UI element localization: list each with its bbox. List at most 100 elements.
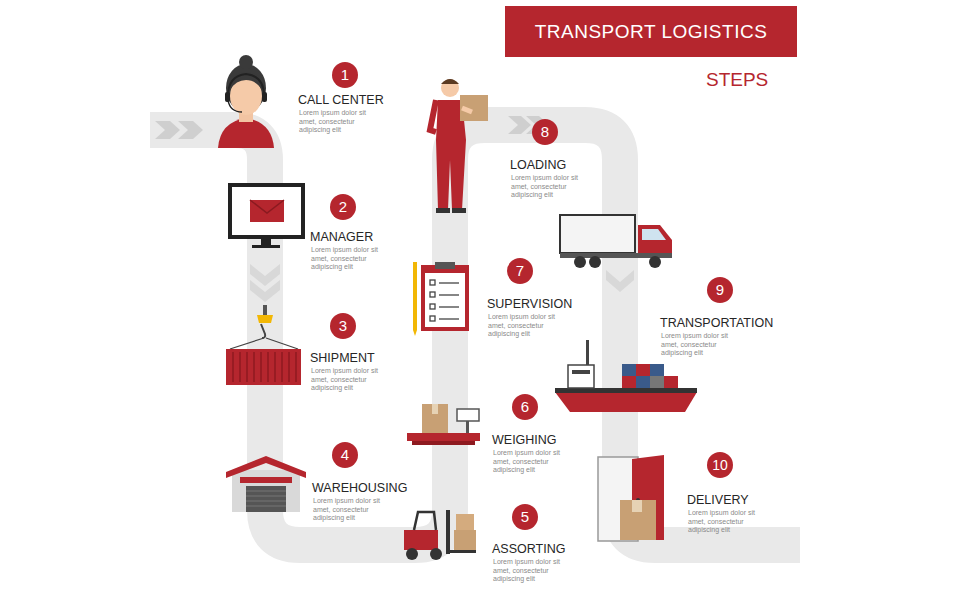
ship-part — [636, 376, 650, 388]
process-step: 4WAREHOUSING Lorem ipsum dolor sit amet, … — [312, 442, 408, 523]
step-number: 4 — [332, 442, 358, 468]
worker-part — [430, 100, 436, 132]
ship-part — [586, 340, 589, 365]
worker-part — [460, 95, 488, 121]
forklift-part — [430, 548, 442, 560]
flow-chevron-part — [606, 270, 634, 292]
step-description: Lorem ipsum dolor sit amet, consectetur … — [661, 332, 741, 358]
clipboard-part-part — [439, 294, 459, 295]
call-center-agent-part — [228, 74, 264, 96]
step-heading: WEIGHING — [492, 433, 557, 447]
process-step: 1CALL CENTERLorem ipsum dolor sit amet, … — [298, 62, 384, 135]
flow-chevron-part — [155, 121, 180, 139]
clipboard-part — [430, 280, 459, 321]
step-number: 7 — [507, 258, 533, 284]
container-crane-part-part — [233, 352, 296, 382]
process-step: 5ASSORTING Lorem ipsum dolor sit amet, co… — [492, 504, 573, 584]
warehouse-part — [232, 470, 300, 512]
step-description: Lorem ipsum dolor sit amet, consectetur … — [493, 449, 573, 475]
forklift — [404, 510, 476, 560]
container-crane-part — [257, 315, 273, 323]
process-step: 8LOADINGLorem ipsum dolor sit amet, cons… — [510, 119, 591, 200]
step-heading: DELIVERY — [687, 493, 749, 507]
clipboard-part-part — [439, 318, 459, 319]
monitor-part — [250, 200, 284, 213]
ship-part — [622, 364, 636, 376]
step-heading: TRANSPORTATION — [660, 316, 773, 330]
step-description: Lorem ipsum dolor sit amet, consectetur … — [511, 174, 591, 200]
step-description: Lorem ipsum dolor sit amet, consectetur … — [313, 497, 393, 523]
call-center-agent-part — [262, 92, 267, 102]
ship-part — [650, 376, 664, 388]
forklift-part — [406, 548, 418, 560]
step-number: 5 — [512, 504, 538, 530]
clipboard-part — [421, 265, 469, 331]
container-crane-part — [263, 305, 267, 315]
subtitle-label: STEPS — [706, 69, 768, 91]
forklift-part — [456, 514, 474, 530]
ship-part — [572, 370, 590, 374]
truck-part — [642, 229, 666, 240]
forklift-part — [404, 530, 438, 550]
truck-part — [649, 256, 661, 268]
container-crane — [226, 305, 301, 385]
call-center-agent — [218, 55, 274, 148]
flow-chevron-part — [250, 280, 280, 302]
process-step: 7SUPERVISION Lorem ipsum dolor sit amet, … — [487, 258, 573, 339]
step-description: Lorem ipsum dolor sit amet, consectetur … — [688, 509, 768, 535]
monitor — [230, 185, 303, 248]
process-step: 10DELIVERY Lorem ipsum dolor sit amet, co… — [687, 452, 768, 535]
clipboard-part-part — [430, 292, 435, 297]
step-number: 9 — [707, 277, 733, 303]
ship-part — [622, 376, 636, 388]
process-step: 6WEIGHING Lorem ipsum dolor sit amet, con… — [492, 394, 573, 475]
step-heading: WAREHOUSING — [312, 481, 407, 495]
clipboard-part-part — [430, 316, 435, 321]
clipboard-part — [413, 262, 417, 336]
ship-part — [650, 364, 664, 376]
flow-band-part — [150, 125, 800, 545]
worker-part — [441, 79, 459, 84]
worker — [430, 79, 488, 213]
step-number: 2 — [330, 194, 356, 220]
door-delivery — [598, 455, 664, 541]
monitor-part — [230, 185, 303, 237]
door-delivery-part — [620, 500, 656, 540]
warehouse-part — [240, 477, 292, 483]
container-crane-part — [233, 352, 296, 382]
warehouse-part — [246, 486, 286, 512]
step-heading: LOADING — [510, 158, 566, 172]
container-crane-part — [226, 349, 301, 385]
warehouse-part-part — [246, 491, 286, 506]
step-description: Lorem ipsum dolor sit amet, consectetur … — [493, 558, 573, 584]
process-step: 3SHIPMENT Lorem ipsum dolor sit amet, con… — [310, 313, 391, 393]
forklift-part — [446, 510, 450, 554]
step-number: 6 — [512, 394, 538, 420]
clipboard-part-part — [439, 282, 459, 283]
truck — [560, 215, 672, 268]
step-description: Lorem ipsum dolor sit amet, consectetur … — [488, 313, 568, 339]
ship-part — [636, 364, 650, 376]
forklift-part — [454, 530, 476, 550]
clipboard — [413, 262, 469, 336]
scale-part — [457, 409, 479, 421]
forklift-part — [414, 512, 436, 530]
step-heading: ASSORTING — [492, 542, 565, 556]
step-number: 10 — [707, 452, 733, 478]
scale — [407, 404, 480, 445]
step-description: Lorem ipsum dolor sit amet, consectetur … — [311, 367, 391, 393]
worker-part — [441, 79, 459, 97]
step-heading: SUPERVISION — [487, 297, 572, 311]
ship-part — [568, 365, 594, 388]
title: TRANSPORT LOGISTICS — [505, 6, 797, 57]
truck-part — [574, 256, 586, 268]
truck-part — [589, 256, 601, 268]
call-center-agent-part — [218, 118, 274, 148]
warehouse-part — [246, 491, 286, 506]
forklift-part — [450, 550, 476, 553]
step-description: Lorem ipsum dolor sit amet, consectetur … — [299, 109, 379, 135]
step-number: 3 — [330, 313, 356, 339]
clipboard-part-part — [439, 306, 459, 307]
flow-band — [150, 125, 800, 545]
step-heading: SHIPMENT — [310, 351, 375, 365]
